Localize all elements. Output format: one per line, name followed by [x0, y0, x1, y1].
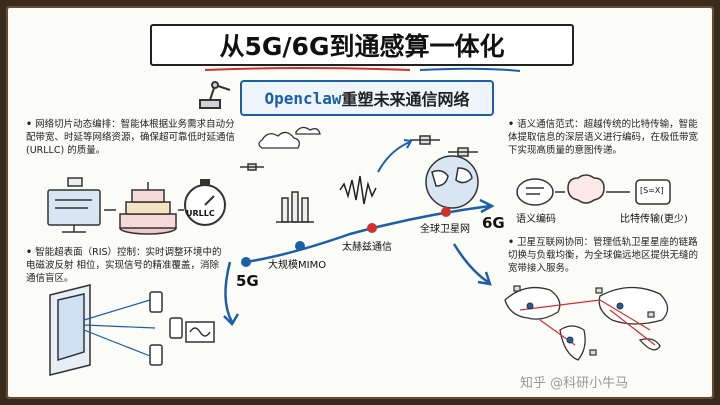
signal-beam-icon [83, 299, 156, 357]
timeline-node-5g [241, 257, 251, 267]
waveform-card-icon [185, 321, 215, 343]
semantic-text: • 语义通信范式：超越传统的比特传输，智能体提取信息的深层语义进行编码，在极低带… [508, 118, 698, 157]
ris-panel-icon [49, 284, 91, 376]
ris-desc: 智能超表面（RIS）控制：实时调整环境中的电磁波反射 相位，实现信号的精准覆盖，… [26, 247, 222, 284]
network-slicing-text: • 网络切片动态编排：智能体根据业务需求自动分配带宽、时延等网络资源，确保超可靠… [26, 118, 236, 157]
timeline-node-thz [367, 223, 377, 233]
network-slicing-desc: 网络切片动态编排：智能体根据业务需求自动分配带宽、时延等网络资源，确保超可靠低时… [26, 119, 236, 156]
symbol-card-text: [S=X] [640, 186, 664, 195]
label-terahertz: 太赫兹通信 [342, 242, 392, 253]
map-pin-icon [526, 302, 624, 344]
mimo-tower-icon [276, 191, 314, 223]
label-5g: 5G [236, 272, 259, 290]
speech-bubble-icon [516, 178, 554, 206]
watermark: 知乎 @科研小牛马 [520, 376, 629, 391]
title-underline-icon [204, 67, 411, 71]
down-arrow-left-icon [223, 261, 240, 327]
timeline-node-satellite [441, 207, 451, 217]
computer-icon [47, 189, 101, 233]
globe-icon [425, 155, 479, 209]
semantic-desc: 语义通信范式：超越传统的比特传输，智能体提取信息的深层语义进行编码，在极低带宽下… [508, 119, 699, 156]
satellite-desc: 卫星互联网协同：管理低轨卫星星座的链路切换与负载均衡，为全球偏远地区提供无缝的宽… [508, 237, 699, 274]
label-satellite-net: 全球卫星网 [420, 224, 470, 235]
page-title: 从5G/6G到通感算一体化 [150, 24, 574, 66]
smartphone-icon [149, 291, 183, 366]
stopwatch-label: URLLC [186, 209, 215, 218]
world-map-icon [504, 286, 669, 361]
router-icon [67, 177, 83, 187]
terahertz-wave-icon [339, 175, 377, 205]
label-6g: 6G [482, 214, 505, 232]
timeline-node-mimo [295, 241, 305, 251]
bullet: • [26, 119, 33, 130]
small-satellite-icon [513, 285, 655, 356]
bullet: • [508, 237, 515, 248]
bit-transfer-label: 比特传输(更少) [620, 214, 688, 225]
network-slice-cake-icon [119, 182, 177, 235]
curved-arrow-icon [377, 139, 413, 173]
subtitle-text: 重塑未来通信网络 [341, 90, 470, 109]
brain-icon [567, 174, 605, 204]
bullet: • [508, 119, 515, 130]
semantic-encode-label: 语义编码 [516, 214, 556, 225]
robot-arm-icon [199, 81, 231, 109]
label-mimo: 大规模MIMO [268, 260, 327, 271]
stopwatch-icon [184, 179, 226, 226]
subtitle-brand: Openclaw [264, 88, 342, 108]
ris-text: • 智能超表面（RIS）控制：实时调整环境中的电磁波反射 相位，实现信号的精准覆… [26, 246, 226, 285]
symbol-card-icon [635, 179, 671, 205]
satellite-text: • 卫星互联网协同：管理低轨卫星星座的链路切换与负载均衡，为全球偏远地区提供无缝… [508, 236, 698, 275]
whiteboard [6, 6, 714, 399]
title-underline-blue-icon [419, 67, 521, 72]
cloud-icon [258, 126, 321, 149]
satellite-icon [240, 135, 478, 171]
down-arrow-right-icon [452, 243, 492, 286]
bullet: • [26, 247, 33, 258]
